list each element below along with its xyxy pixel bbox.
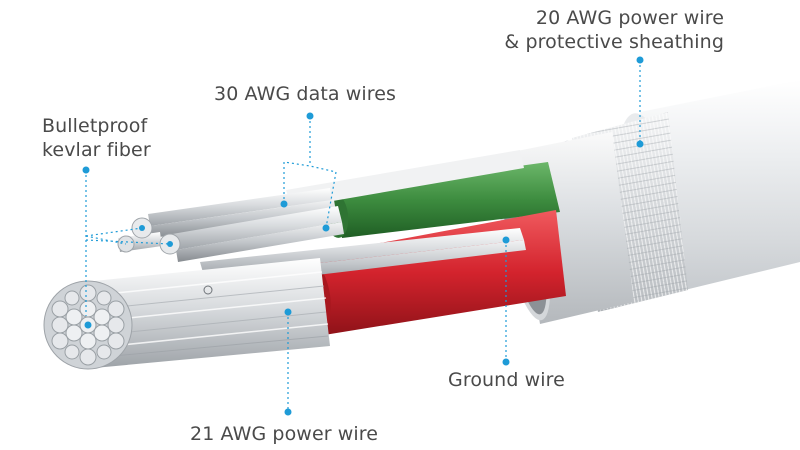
callout-data-wires	[283, 116, 337, 229]
callout-dot-sheath-top	[636, 56, 644, 64]
label-kevlar-line2: kevlar fiber	[42, 139, 151, 161]
callout-dot-power21-bottom	[284, 408, 292, 416]
callout-dot-data-1	[280, 200, 288, 208]
data-wire-strands	[117, 188, 344, 262]
label-ground-wire: Ground wire	[448, 369, 565, 391]
label-sheath-line2: & protective sheathing	[504, 31, 724, 53]
power-wire-bundle	[43, 258, 330, 370]
callout-dot-data-top	[306, 112, 314, 120]
callout-dot-power21	[284, 308, 292, 316]
callout-dot-ground	[502, 236, 510, 244]
callout-dot-kevlar-top	[82, 166, 90, 174]
callout-dot-data-2	[322, 224, 330, 232]
label-power-wire-sheathing: 20 AWG power wire & protective sheathing	[504, 6, 724, 54]
label-21awg-power-wire: 21 AWG power wire	[190, 423, 379, 445]
callout-dot-ground-bottom	[502, 358, 510, 366]
label-data-wires: 30 AWG data wires	[214, 83, 397, 105]
label-kevlar-line1: Bulletproof	[42, 115, 148, 137]
white-insulation	[286, 150, 524, 208]
label-kevlar-fiber: Bulletproof kevlar fiber	[42, 114, 151, 162]
callout-dot-sheath	[636, 140, 644, 148]
label-sheath-line1: 20 AWG power wire	[535, 7, 724, 29]
callout-kevlar	[85, 170, 171, 316]
